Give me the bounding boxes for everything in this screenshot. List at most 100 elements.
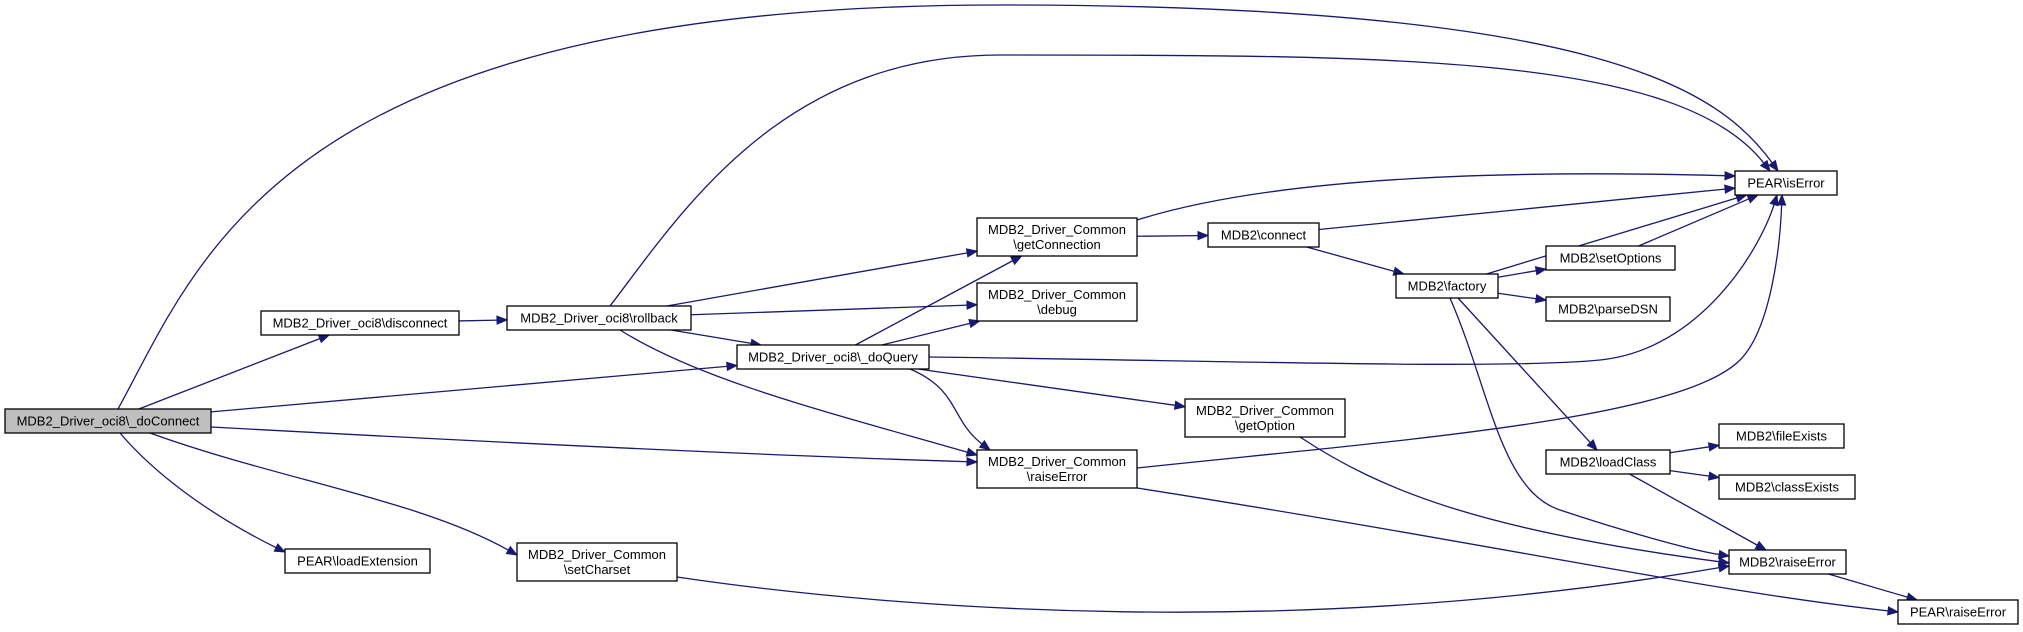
node-label: MDB2\raiseError: [1739, 555, 1836, 570]
arrowhead: [966, 456, 979, 467]
edge-doConnect-to-doQuery: [210, 361, 739, 413]
node-box: [4, 408, 212, 434]
edge-line: [1486, 196, 1739, 275]
arrowhead: [1173, 400, 1187, 410]
node-doConnect[interactable]: MDB2_Driver_oci8\_doConnect: [4, 408, 212, 434]
node-box: [1718, 423, 1845, 449]
node-disconnect[interactable]: MDB2_Driver_oci8\disconnect: [260, 310, 460, 336]
edge-line: [210, 365, 729, 413]
edge-line: [928, 203, 1775, 365]
node-doQuery[interactable]: MDB2_Driver_oci8\_doQuery: [736, 344, 930, 370]
node-box: [1545, 296, 1671, 322]
node-box: [976, 282, 1138, 322]
edge-getConnection-to-connect: [1136, 230, 1210, 241]
edge-line: [909, 368, 984, 446]
node-label: MDB2_Driver_Common: [988, 287, 1126, 302]
node-fileExists[interactable]: MDB2\fileExists: [1718, 423, 1845, 449]
node-label: \debug: [1037, 302, 1077, 317]
node-label: MDB2\parseDSN: [1558, 302, 1658, 317]
edge-getConnection-to-isError: [1136, 170, 1737, 221]
node-loadExtension[interactable]: PEAR\loadExtension: [284, 548, 431, 574]
edge-rollback-to-isError: [609, 54, 1771, 307]
node-setOptions[interactable]: MDB2\setOptions: [1545, 245, 1676, 271]
arrowhead: [1759, 159, 1771, 173]
node-parseDSN[interactable]: MDB2\parseDSN: [1545, 296, 1671, 322]
edge-line: [1136, 173, 1727, 221]
arrowhead: [1724, 184, 1737, 194]
node-label: MDB2_Driver_Common: [528, 547, 666, 562]
arrowhead: [1717, 549, 1731, 560]
arrowhead: [317, 334, 331, 344]
edge-doQuery-to-commonRaiseError: [909, 368, 992, 451]
node-label: MDB2\setOptions: [1560, 251, 1662, 266]
edge-line: [1299, 436, 1721, 563]
arrowhead: [1586, 439, 1598, 451]
node-label: MDB2_Driver_oci8\rollback: [520, 311, 678, 326]
node-box: [506, 305, 692, 331]
node-label: MDB2\fileExists: [1736, 429, 1828, 444]
node-classExists[interactable]: MDB2\classExists: [1718, 474, 1856, 500]
edge-line: [458, 319, 499, 322]
node-label: MDB2_Driver_oci8\disconnect: [273, 316, 448, 331]
arrowhead: [1768, 159, 1779, 173]
edge-line: [1457, 297, 1592, 444]
node-label: PEAR\raiseError: [1910, 605, 2007, 620]
node-debug[interactable]: MDB2_Driver_Common\debug: [976, 282, 1138, 322]
edge-line: [1669, 446, 1711, 454]
node-box: [736, 344, 930, 370]
node-factory[interactable]: MDB2\factory: [1395, 273, 1499, 299]
node-box: [1184, 398, 1346, 438]
arrowhead: [1534, 293, 1548, 304]
edge-line: [117, 4, 1774, 410]
arrowhead: [1724, 170, 1737, 181]
node-box: [976, 217, 1138, 257]
edge-commonRaiseError-to-pearRaiseError: [1136, 487, 1900, 616]
node-rollback[interactable]: MDB2_Driver_oci8\rollback: [506, 305, 692, 331]
node-label: MDB2_Driver_Common: [988, 454, 1126, 469]
node-box: [516, 542, 678, 582]
node-box: [1545, 449, 1671, 475]
nodes-layer: MDB2_Driver_oci8\_doConnect MDB2_Driver_o…: [4, 170, 2019, 625]
node-getConnection[interactable]: MDB2_Driver_Common\getConnection: [976, 217, 1138, 257]
node-label: MDB2\factory: [1408, 279, 1487, 294]
edge-setOptions-to-isError: [1638, 194, 1760, 247]
node-box: [284, 548, 431, 574]
edge-line: [1669, 470, 1711, 477]
edge-line: [138, 337, 321, 410]
edge-doConnect-to-disconnect: [138, 334, 331, 410]
node-commonRaiseError[interactable]: MDB2_Driver_Common\raiseError: [976, 449, 1138, 489]
arrowhead: [1754, 540, 1768, 551]
node-pearRaiseError[interactable]: PEAR\raiseError: [1897, 599, 2019, 625]
node-label: MDB2_Driver_oci8\_doQuery: [748, 350, 918, 365]
node-label: MDB2\classExists: [1735, 480, 1840, 495]
arrowhead: [273, 543, 287, 553]
edge-line: [1136, 203, 1783, 469]
node-isError[interactable]: PEAR\isError: [1734, 170, 1838, 196]
arrowhead: [1707, 442, 1721, 452]
node-box: [1734, 170, 1838, 196]
edge-mdb2RaiseError-to-pearRaiseError: [1828, 573, 1919, 602]
node-label: MDB2_Driver_Common: [988, 222, 1126, 237]
edge-line: [149, 432, 510, 552]
node-label: \getOption: [1235, 418, 1295, 433]
arrowhead: [505, 545, 519, 556]
edge-setCharset-to-mdb2RaiseError: [676, 563, 1731, 613]
arrowhead: [1717, 563, 1731, 573]
node-setCharset[interactable]: MDB2_Driver_Common\setCharset: [516, 542, 678, 582]
edge-line: [210, 426, 969, 463]
node-box: [1718, 474, 1856, 500]
node-mdb2RaiseError[interactable]: MDB2\raiseError: [1728, 549, 1847, 575]
node-box: [1545, 245, 1676, 271]
node-connect[interactable]: MDB2\connect: [1207, 222, 1320, 248]
arrowhead: [1534, 266, 1548, 276]
node-getOption[interactable]: MDB2_Driver_Common\getOption: [1184, 398, 1346, 438]
edge-line: [1497, 292, 1538, 300]
edge-doConnect-to-commonRaiseError: [210, 426, 979, 467]
arrowhead: [965, 447, 979, 457]
arrowhead: [1717, 556, 1731, 567]
arrowhead: [496, 315, 509, 325]
edge-line: [670, 329, 753, 345]
node-label: PEAR\isError: [1747, 176, 1825, 191]
node-loadClass[interactable]: MDB2\loadClass: [1545, 449, 1671, 475]
edge-line: [1318, 188, 1727, 231]
